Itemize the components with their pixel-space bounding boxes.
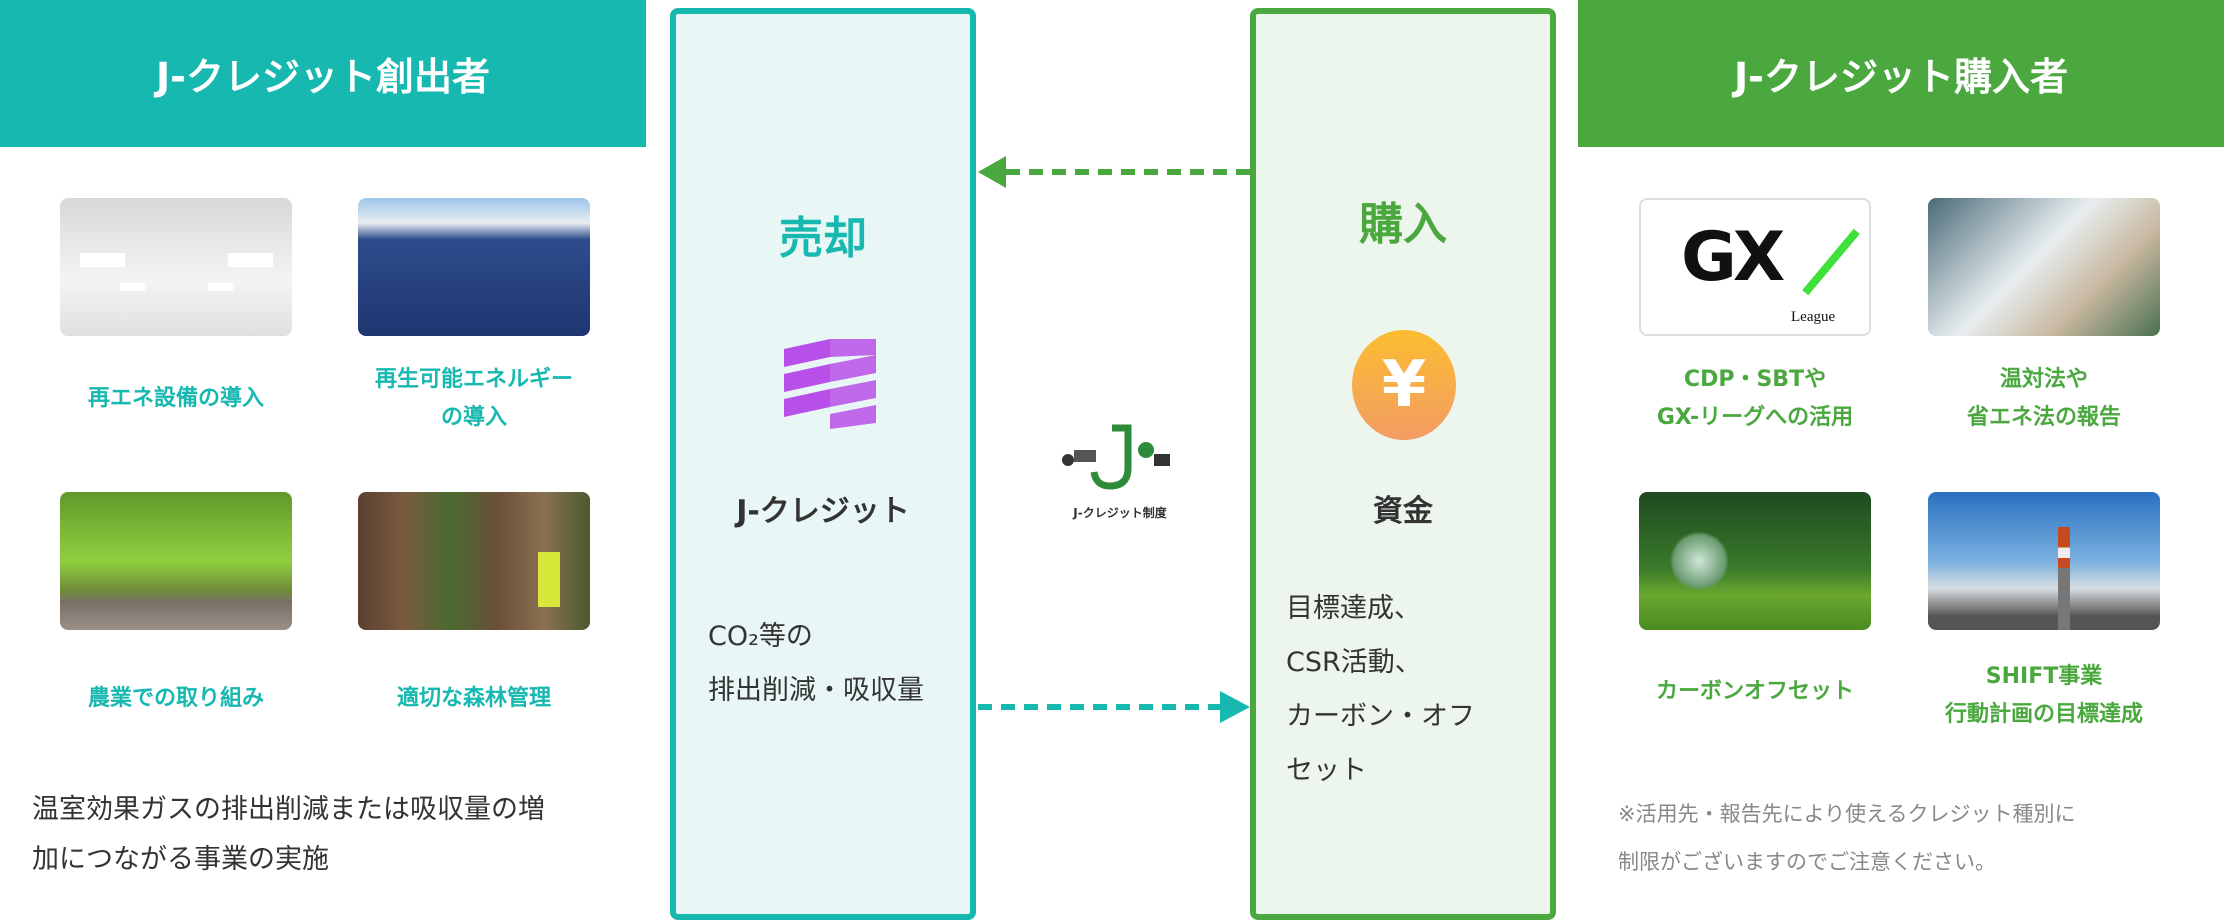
purchase-arrow (978, 156, 1250, 188)
creator-description: 温室効果ガスの排出削減または吸収量の増加につながる事業の実施 (32, 794, 545, 875)
j-credit-icon (784, 339, 876, 429)
factory-image (1928, 492, 2160, 630)
buyer-item-label: 温対法や省エネ法の報告 (1966, 367, 2121, 430)
buyer-item-label: カーボンオフセット (1655, 679, 1854, 704)
creator-item-label: 農業での取り組み (87, 686, 264, 711)
yen-icon: ¥ (1352, 330, 1456, 440)
buy-title: 購入 (1359, 199, 1447, 250)
j-credit-system-logo: J-クレジット制度 (1050, 420, 1190, 530)
sell-title: 売却 (779, 213, 867, 264)
forest-image (358, 492, 590, 630)
j-credit-label: J-クレジット (736, 494, 910, 529)
creator-item-label: 適切な森林管理 (396, 686, 551, 711)
buyer-title: J-クレジット購入者 (1734, 55, 2068, 99)
buyer-item-label: SHIFT事業行動計画の目標達成 (1944, 664, 2143, 727)
sell-text: CO₂等の排出削減・吸収量 (708, 621, 924, 706)
sell-box: 売却 J-クレジット CO₂等の排出削減・吸収量 (670, 8, 976, 920)
gx-logo-sub: League (1791, 309, 1836, 325)
fund-label: 資金 (1373, 494, 1433, 529)
rice-field-image (60, 492, 292, 630)
creator-item-label: 再生可能エネルギーの導入 (374, 367, 573, 430)
buy-text: 目標達成、CSR活動、カーボン・オフセット (1286, 593, 1475, 786)
gx-logo-text: GX (1681, 218, 1785, 297)
creator-item-label: 再エネ設備の導入 (87, 386, 264, 411)
glass-globe-image (1639, 492, 1871, 630)
creator-title: J-クレジット創出者 (156, 55, 490, 99)
gx-league-logo: GX League (1639, 198, 1871, 336)
buyer-note: ※活用先・報告先により使えるクレジット種別に制限がございますのでご注意ください。 (1618, 802, 2076, 874)
solar-panels-image (358, 198, 590, 336)
gx-logo-stroke (1802, 228, 1860, 296)
report-documents-image (1928, 198, 2160, 336)
buyer-header: J-クレジット購入者 (1578, 0, 2224, 147)
buy-box: 購入 ¥ 資金 目標達成、CSR活動、カーボン・オフセット (1250, 8, 1556, 920)
sale-arrow (978, 691, 1250, 723)
creator-header: J-クレジット創出者 (0, 0, 646, 147)
office-ceiling-image (60, 198, 292, 336)
